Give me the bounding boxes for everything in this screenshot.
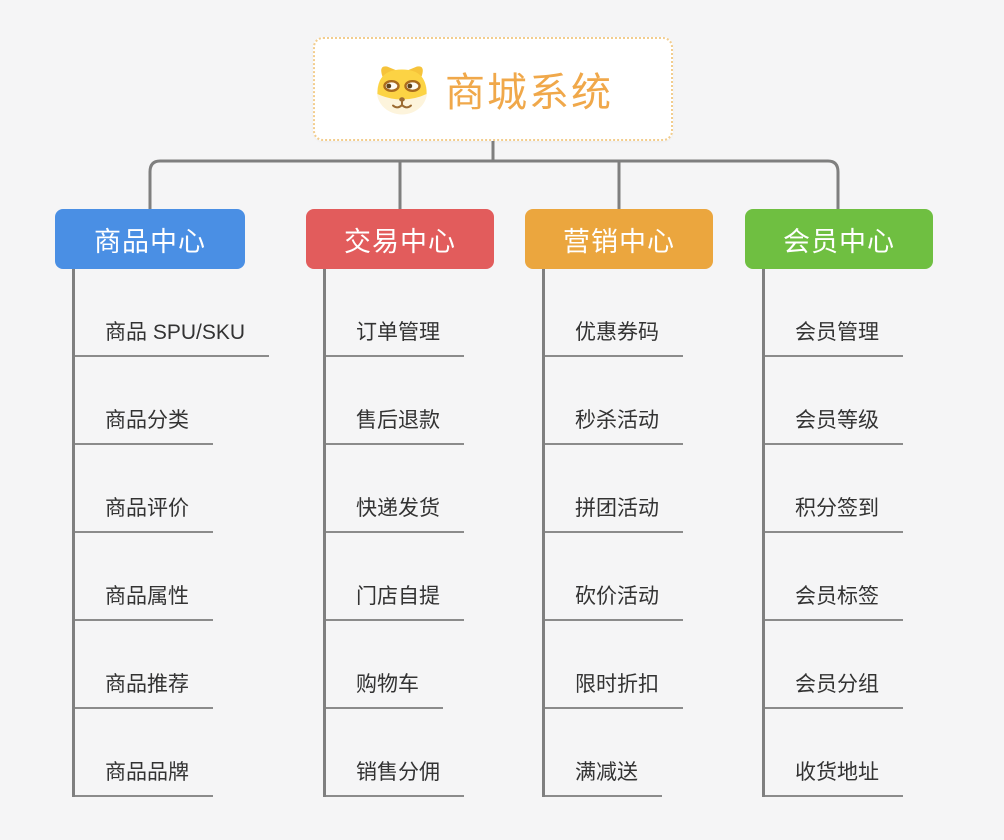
leaf-node[interactable]: 销售分佣 bbox=[326, 756, 464, 797]
leaf-node[interactable]: 会员标签 bbox=[765, 580, 903, 621]
leaf-row: 购物车 bbox=[326, 621, 494, 709]
leaf-row: 会员标签 bbox=[765, 533, 933, 621]
leaf-row: 销售分佣 bbox=[326, 709, 494, 797]
leaf-node[interactable]: 商品推荐 bbox=[75, 668, 213, 709]
leaf-row: 订单管理 bbox=[326, 269, 494, 357]
leaf-row: 商品 SPU/SKU bbox=[75, 269, 270, 357]
branch-node-label: 营销中心 bbox=[563, 226, 675, 257]
leaf-node[interactable]: 商品属性 bbox=[75, 580, 213, 621]
leaf-row: 商品推荐 bbox=[75, 621, 269, 709]
leaf-node[interactable]: 会员等级 bbox=[765, 404, 903, 445]
leaf-row: 会员等级 bbox=[765, 357, 933, 445]
tree-connector-lines bbox=[148, 141, 840, 211]
leaf-node[interactable]: 购物车 bbox=[326, 668, 443, 709]
leaf-node[interactable]: 满减送 bbox=[545, 756, 662, 797]
branch-node-product-center[interactable]: 商品中心 bbox=[55, 209, 245, 269]
leaf-node[interactable]: 商品品牌 bbox=[75, 756, 213, 797]
leaf-row: 积分签到 bbox=[765, 445, 933, 533]
leaf-row: 商品分类 bbox=[75, 357, 269, 445]
branch-node-label: 商品中心 bbox=[94, 226, 206, 257]
leaf-row: 快递发货 bbox=[326, 445, 494, 533]
leaf-node[interactable]: 限时折扣 bbox=[545, 668, 683, 709]
children-marketing-center: 优惠券码 秒杀活动 拼团活动 砍价活动 限时折扣 满减送 bbox=[542, 269, 713, 797]
leaf-row: 商品属性 bbox=[75, 533, 269, 621]
branch-node-member-center[interactable]: 会员中心 bbox=[745, 209, 933, 269]
branch-node-label: 交易中心 bbox=[344, 226, 456, 257]
branch-trade-center: 交易中心 订单管理 售后退款 快递发货 门店自提 购物车 销售分佣 bbox=[306, 209, 494, 797]
branch-product-center: 商品中心 商品 SPU/SKU 商品分类 商品评价 商品属性 商品推荐 商品品牌 bbox=[55, 209, 270, 797]
leaf-node[interactable]: 商品评价 bbox=[75, 492, 213, 533]
leaf-node[interactable]: 售后退款 bbox=[326, 404, 464, 445]
leaf-row: 会员分组 bbox=[765, 621, 933, 709]
leaf-node[interactable]: 优惠券码 bbox=[545, 316, 683, 357]
connector-path bbox=[148, 141, 840, 211]
leaf-row: 满减送 bbox=[545, 709, 713, 797]
leaf-row: 商品评价 bbox=[75, 445, 269, 533]
leaf-row: 拼团活动 bbox=[545, 445, 713, 533]
branch-node-trade-center[interactable]: 交易中心 bbox=[306, 209, 494, 269]
leaf-row: 售后退款 bbox=[326, 357, 494, 445]
branch-node-marketing-center[interactable]: 营销中心 bbox=[525, 209, 713, 269]
leaf-node[interactable]: 商品分类 bbox=[75, 404, 213, 445]
branch-member-center: 会员中心 会员管理 会员等级 积分签到 会员标签 会员分组 收货地址 bbox=[745, 209, 933, 797]
leaf-node[interactable]: 砍价活动 bbox=[545, 580, 683, 621]
leaf-node[interactable]: 订单管理 bbox=[326, 316, 464, 357]
leaf-row: 砍价活动 bbox=[545, 533, 713, 621]
root-node-mall-system[interactable]: 商城系统 bbox=[313, 37, 673, 141]
leaf-row: 秒杀活动 bbox=[545, 357, 713, 445]
leaf-node[interactable]: 会员分组 bbox=[765, 668, 903, 709]
leaf-node[interactable]: 秒杀活动 bbox=[545, 404, 683, 445]
children-trade-center: 订单管理 售后退款 快递发货 门店自提 购物车 销售分佣 bbox=[323, 269, 494, 797]
leaf-node[interactable]: 会员管理 bbox=[765, 316, 903, 357]
leaf-row: 优惠券码 bbox=[545, 269, 713, 357]
leaf-node[interactable]: 快递发货 bbox=[326, 492, 464, 533]
leaf-node[interactable]: 拼团活动 bbox=[545, 492, 683, 533]
dog-face-icon bbox=[373, 63, 431, 115]
leaf-node[interactable]: 门店自提 bbox=[326, 580, 464, 621]
children-member-center: 会员管理 会员等级 积分签到 会员标签 会员分组 收货地址 bbox=[762, 269, 933, 797]
leaf-row: 商品品牌 bbox=[75, 709, 269, 797]
leaf-row: 收货地址 bbox=[765, 709, 933, 797]
leaf-node[interactable]: 收货地址 bbox=[765, 756, 903, 797]
leaf-row: 会员管理 bbox=[765, 269, 933, 357]
leaf-row: 限时折扣 bbox=[545, 621, 713, 709]
leaf-row: 门店自提 bbox=[326, 533, 494, 621]
leaf-node[interactable]: 商品 SPU/SKU bbox=[75, 316, 270, 357]
leaf-node[interactable]: 积分签到 bbox=[765, 492, 903, 533]
branch-marketing-center: 营销中心 优惠券码 秒杀活动 拼团活动 砍价活动 限时折扣 满减送 bbox=[525, 209, 713, 797]
children-product-center: 商品 SPU/SKU 商品分类 商品评价 商品属性 商品推荐 商品品牌 bbox=[72, 269, 270, 797]
root-node-title: 商城系统 bbox=[445, 71, 613, 115]
branch-node-label: 会员中心 bbox=[783, 226, 895, 257]
